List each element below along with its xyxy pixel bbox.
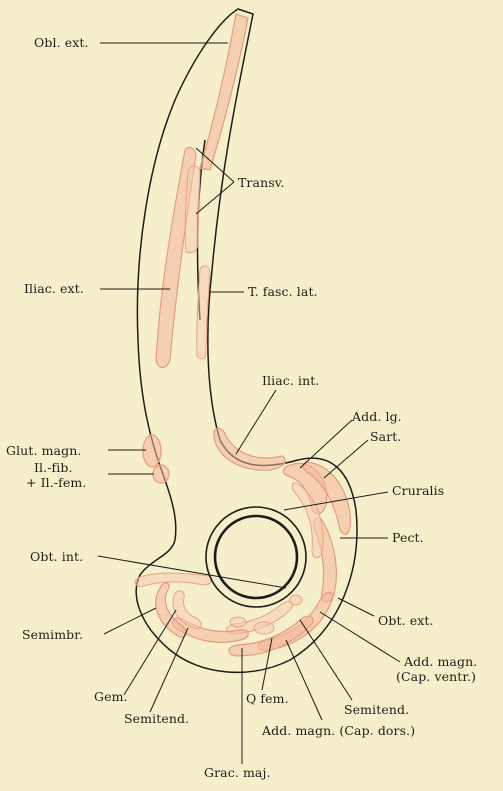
leader-iliac-int bbox=[236, 390, 276, 454]
femur-outer-ring bbox=[206, 507, 306, 607]
label-sart: Sart. bbox=[370, 430, 402, 444]
label-il-fib: Il.-fib. bbox=[34, 461, 73, 475]
label-pect: Pect. bbox=[392, 531, 424, 545]
iliac-int-muscle bbox=[214, 428, 285, 470]
transv-muscle bbox=[185, 166, 200, 253]
label-glut-magn: Glut. magn. bbox=[6, 444, 81, 458]
label-obl-ext: Obl. ext. bbox=[34, 36, 89, 50]
leader-obt-ext bbox=[338, 598, 374, 616]
leader-transv-b bbox=[196, 182, 234, 214]
q-fem-muscle bbox=[254, 622, 274, 634]
leader-semitend-left bbox=[150, 628, 188, 712]
label-semitend-right: Semitend. bbox=[344, 703, 409, 717]
leader-sart bbox=[324, 440, 368, 478]
label-cruralis: Cruralis bbox=[392, 484, 444, 498]
label-add-magn-ventr-2: (Cap. ventr.) bbox=[396, 670, 476, 684]
leader-gem bbox=[124, 610, 176, 695]
label-obt-int: Obt. int. bbox=[30, 550, 83, 564]
leader-semimbr bbox=[104, 608, 156, 634]
leader-add-magn-dors bbox=[286, 640, 322, 720]
label-il-fem: + Il.-fem. bbox=[26, 476, 86, 490]
label-q-fem: Q fem. bbox=[246, 692, 289, 706]
label-iliac-ext: Iliac. ext. bbox=[24, 282, 84, 296]
label-add-lg: Add. lg. bbox=[352, 410, 402, 424]
obl-ext-muscle bbox=[200, 14, 248, 170]
label-transv: Transv. bbox=[238, 176, 284, 190]
femur-inner-ring bbox=[215, 516, 297, 598]
il-fib-muscle bbox=[153, 465, 169, 483]
label-semimbr: Semimbr. bbox=[22, 628, 83, 642]
obt-int-muscle bbox=[135, 573, 211, 586]
small-muscle-2 bbox=[230, 617, 246, 627]
label-grac-maj: Grac. maj. bbox=[204, 766, 271, 780]
label-obt-ext: Obt. ext. bbox=[378, 614, 434, 628]
label-gem: Gem. bbox=[94, 690, 128, 704]
label-semitend-left: Semitend. bbox=[124, 712, 189, 726]
label-t-fasc-lat: T. fasc. lat. bbox=[248, 285, 318, 299]
small-muscle-1 bbox=[290, 595, 302, 605]
glut-magn-muscle bbox=[143, 435, 161, 467]
label-add-magn-ventr-1: Add. magn. bbox=[404, 655, 477, 669]
label-iliac-int: Iliac. int. bbox=[262, 374, 319, 388]
label-add-magn-dors: Add. magn. (Cap. dors.) bbox=[262, 724, 415, 738]
